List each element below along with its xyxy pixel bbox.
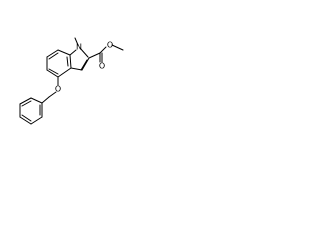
c2-c3-double-bond bbox=[80, 59, 88, 71]
phenyl-bond-5 bbox=[30, 116, 43, 125]
phenyl-bond-4 bbox=[19, 116, 32, 125]
structure-canvas: N O O O bbox=[0, 0, 152, 152]
c3a-c7a-inner-double-bond bbox=[66, 56, 69, 67]
phenyl-bond-2 bbox=[19, 97, 32, 105]
c2-c3-bond bbox=[81, 57, 90, 71]
alkoxy-methyl-bond bbox=[111, 44, 124, 51]
ether-oxygen-label: O bbox=[55, 85, 61, 94]
ch2-phenyl-bond bbox=[41, 96, 50, 104]
n-methyl-bond bbox=[74, 37, 79, 46]
molecule-drawing: N O O O bbox=[19, 37, 124, 125]
c2-carbonyl-bond bbox=[88, 52, 101, 59]
phenyl-double-bond-b bbox=[21, 114, 32, 122]
n-c2-bond bbox=[79, 47, 89, 58]
c5-c4-double-bond bbox=[48, 68, 59, 75]
c7a-c7-bond bbox=[57, 49, 71, 56]
ring-nitrogen-label: N bbox=[76, 43, 82, 52]
c4-c3a-bond bbox=[57, 67, 72, 78]
carbonyl-alkoxy-bond bbox=[99, 46, 107, 54]
c7a-n-bond bbox=[69, 49, 77, 56]
c3-c3a-bond bbox=[70, 67, 83, 71]
ether-oxygen-ch2-bond bbox=[48, 91, 57, 98]
c7-c6-double-bond bbox=[48, 52, 59, 60]
alkoxy-oxygen-label: O bbox=[107, 41, 113, 50]
c5-c4-bond bbox=[46, 69, 59, 78]
c7-c6-bond bbox=[46, 49, 59, 58]
c3a-c7a-bond bbox=[69, 54, 72, 69]
phenyl-double-bond-a bbox=[21, 100, 32, 107]
phenyl-bond-1 bbox=[30, 97, 43, 104]
carbonyl-oxygen-label: O bbox=[99, 62, 105, 71]
